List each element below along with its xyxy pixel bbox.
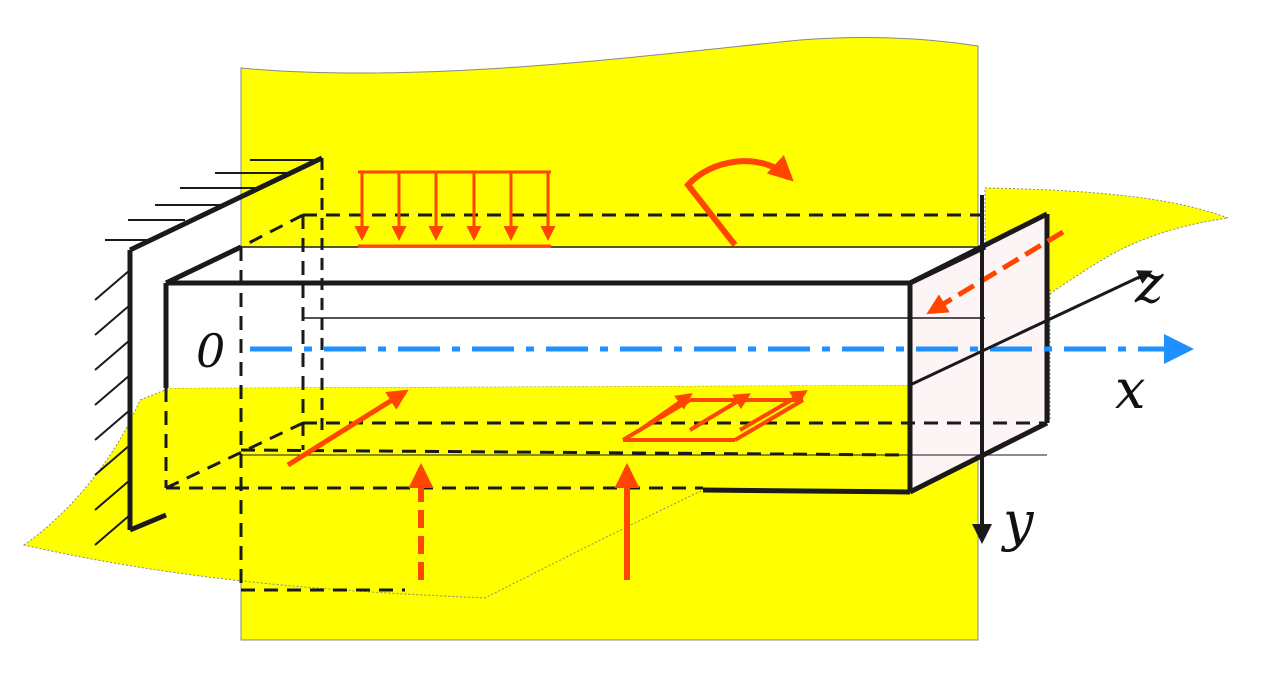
z-axis-label: z <box>1134 252 1164 315</box>
beam-top-face <box>166 247 985 283</box>
origin-label: 0 <box>196 324 225 378</box>
inclined-distributed-forces <box>621 390 808 442</box>
hidden-edges <box>164 213 1047 592</box>
beam-outline <box>163 211 1050 495</box>
distributed-load-icon <box>354 170 556 248</box>
y-axis-label: y <box>1001 490 1035 553</box>
beam-front-face <box>166 283 910 388</box>
z-axis <box>909 270 1153 387</box>
hatched-wall-icon <box>94 159 322 546</box>
inclined-force-arrow <box>286 389 409 468</box>
fixed-support <box>94 155 324 546</box>
x-axis-label: x <box>1115 358 1145 421</box>
moment-arrow-icon <box>684 155 794 247</box>
